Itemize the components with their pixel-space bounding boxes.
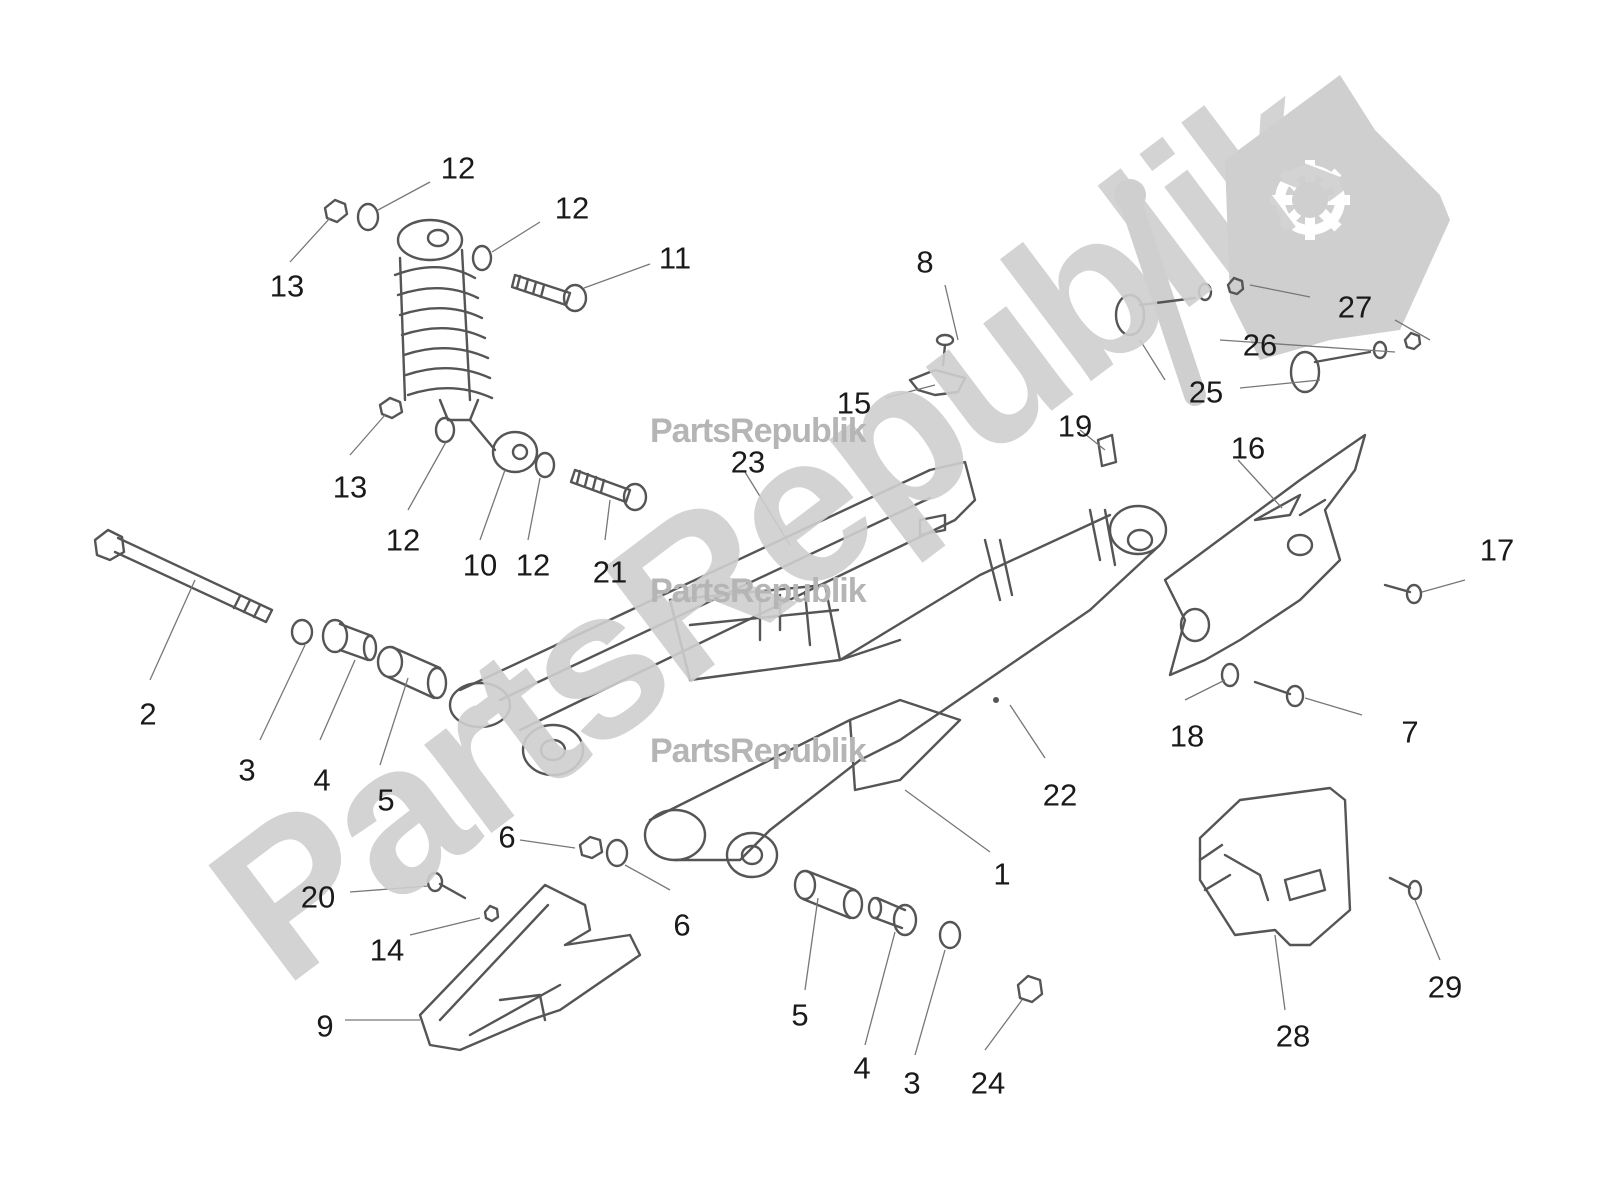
bushing-4-left	[321, 618, 378, 662]
bolt-21	[569, 468, 648, 512]
washer-3-right	[938, 920, 962, 950]
callout-label: 12	[554, 190, 590, 226]
nut-13-top	[323, 198, 349, 224]
nut-27-bottom	[1403, 331, 1422, 351]
callout-label: 24	[970, 1065, 1006, 1101]
nut-6	[578, 835, 604, 860]
callout-label: 13	[269, 268, 305, 304]
callout-label: 7	[1401, 714, 1419, 750]
callout-label: 21	[592, 554, 628, 590]
callout-label: 10	[462, 547, 498, 583]
watermark-small: PartsRepublik	[650, 572, 867, 610]
clip-19	[1096, 433, 1118, 468]
nut-13-bottom	[378, 396, 404, 420]
callout-label: 12	[515, 547, 551, 583]
washer-26-bottom	[1372, 340, 1388, 360]
callout-label: 15	[836, 385, 872, 421]
chain-guard-16	[1163, 433, 1367, 677]
callout-label: 16	[1230, 430, 1266, 466]
washer-6	[605, 838, 629, 868]
chain-guard-28	[1198, 786, 1352, 947]
watermark-small: PartsRepublik	[650, 412, 867, 450]
nut-14	[483, 904, 500, 923]
callout-label: 11	[658, 240, 692, 276]
screw-17	[1383, 583, 1423, 605]
callout-label: 9	[316, 1008, 334, 1044]
callout-label: 6	[498, 819, 516, 855]
callout-label: 1	[993, 856, 1011, 892]
callout-label: 4	[853, 1050, 871, 1086]
spacer-5-left	[376, 645, 448, 700]
callout-label: 3	[903, 1065, 921, 1101]
spacer-5-right	[793, 869, 864, 920]
callout-label: 26	[1242, 327, 1278, 363]
callout-label: 8	[916, 244, 934, 280]
callout-label: 20	[300, 879, 336, 915]
callout-label: 5	[791, 997, 809, 1033]
screw-20	[426, 871, 467, 900]
callout-label: 6	[673, 907, 691, 943]
callout-label: 23	[730, 444, 766, 480]
washer-26-top	[1197, 282, 1213, 302]
washer-3-left	[290, 618, 314, 646]
washer-12-top-left	[356, 202, 380, 232]
washer-12-lower-right	[534, 451, 556, 479]
callout-label: 27	[1337, 289, 1373, 325]
callout-label: 3	[238, 752, 256, 788]
bushing-4-right	[867, 896, 918, 937]
watermark-small: PartsRepublik	[650, 732, 867, 770]
nut-24	[1016, 974, 1044, 1004]
screw-8	[935, 333, 955, 367]
shock-absorber	[393, 218, 539, 474]
callout-label: 14	[369, 932, 405, 968]
chain-slider-9	[418, 883, 642, 1052]
callout-label: 13	[332, 469, 368, 505]
screw-29	[1388, 876, 1423, 901]
callout-label: 4	[313, 762, 331, 798]
bolt-11	[510, 273, 588, 313]
callout-label: 28	[1275, 1018, 1311, 1054]
callout-label: 2	[139, 696, 157, 732]
rubber-block-25-bottom	[1289, 350, 1372, 394]
callout-label: 19	[1057, 408, 1093, 444]
callout-label: 12	[440, 150, 476, 186]
callout-label: 5	[377, 782, 395, 818]
swingarm	[448, 460, 1168, 879]
callout-label: 25	[1188, 374, 1224, 410]
washer-12-top-right	[471, 244, 493, 272]
callout-label: 12	[385, 522, 421, 558]
callout-label: 17	[1479, 532, 1515, 568]
washer-18	[1220, 662, 1240, 688]
callout-label: 29	[1427, 969, 1463, 1005]
bracket-23	[918, 513, 947, 537]
callout-label: 22	[1042, 777, 1078, 813]
watermark-flag-logo	[1114, 75, 1450, 406]
washer-12-lower-left	[434, 416, 456, 444]
rubber-block-25-top	[1114, 293, 1197, 337]
axle-bolt-2	[93, 528, 274, 624]
leader-lines	[149, 181, 1466, 1056]
callout-label: 18	[1169, 718, 1205, 754]
nut-27-top	[1226, 276, 1245, 296]
bolt-7	[1253, 680, 1305, 708]
